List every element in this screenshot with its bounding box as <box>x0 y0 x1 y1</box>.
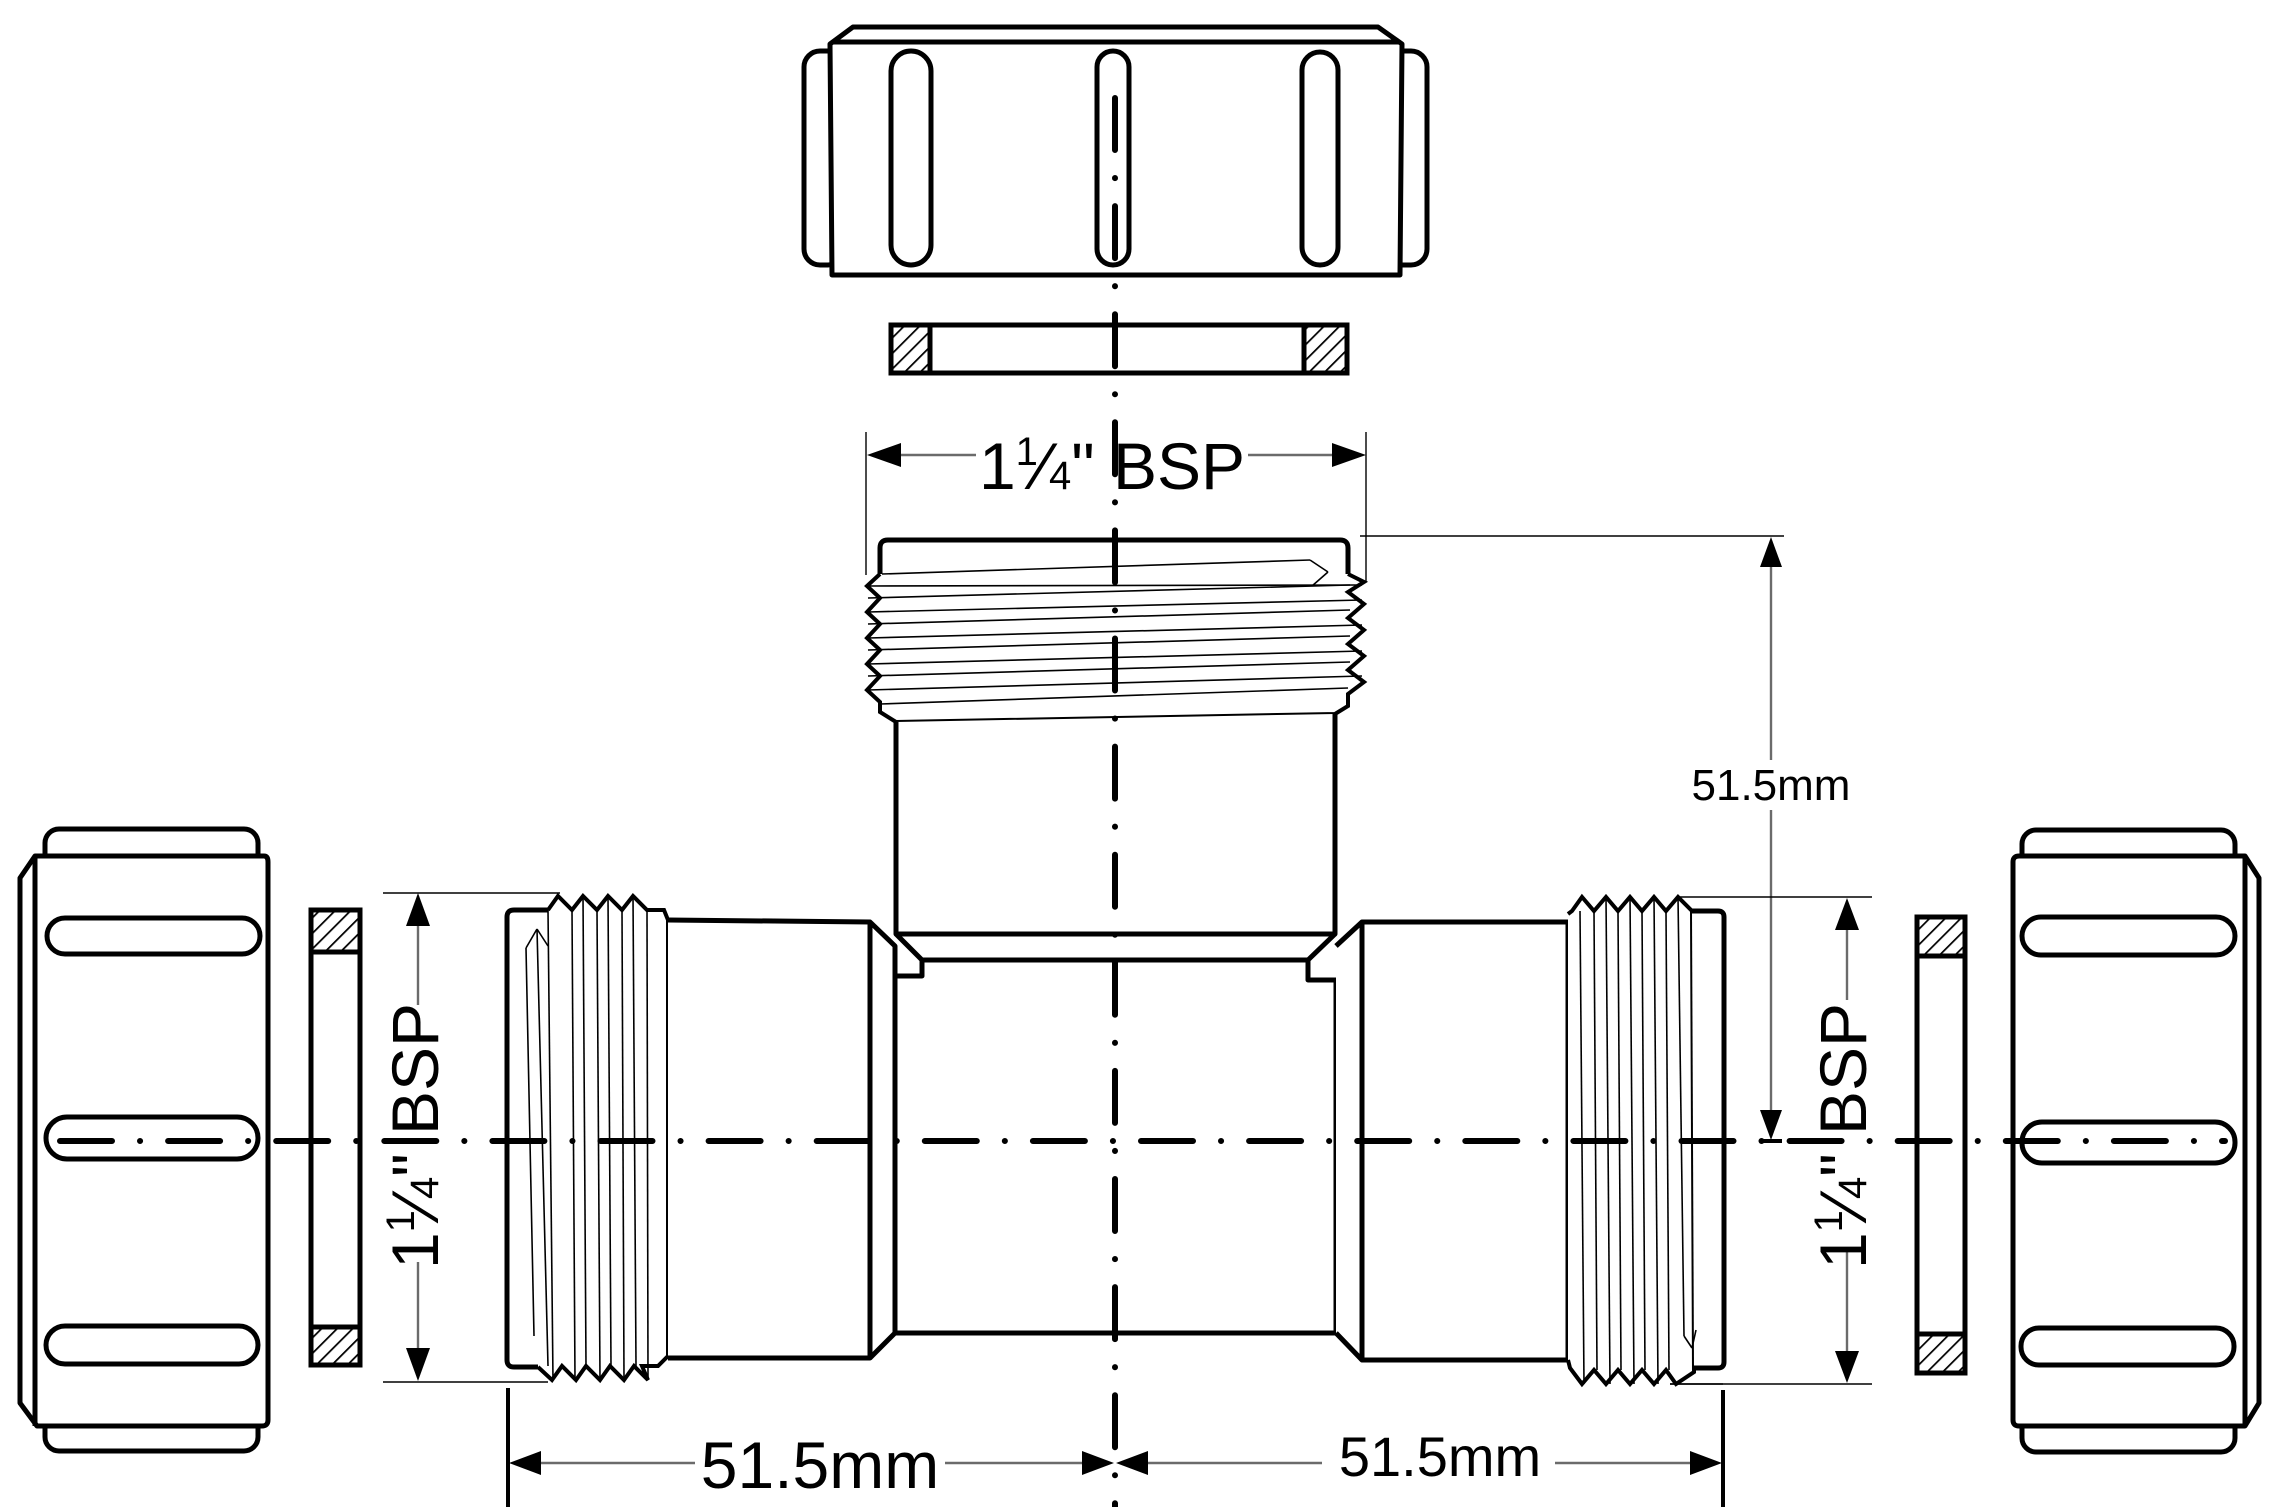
grip-slot <box>44 915 263 957</box>
grip-slot <box>2019 914 2238 958</box>
right-washer <box>1914 914 1968 1376</box>
dimension-label: 51.5mm <box>701 1428 939 1502</box>
dimension-label: 51.5mm <box>1692 761 1851 810</box>
right-branch <box>1334 893 1727 1388</box>
left-washer <box>308 907 363 1368</box>
dimension-bottom-left: 51.5mm <box>506 1388 1114 1507</box>
dimension-top-bsp: 11⁄4" BSP <box>865 429 1367 582</box>
grip-slot <box>43 1323 261 1367</box>
dimension-right-bsp: 11⁄4" BSP <box>1670 896 1880 1385</box>
top-washer <box>888 322 1350 376</box>
dimension-vertical-height: 51.5mm <box>1360 535 1851 1143</box>
grip-slot <box>1094 48 1132 268</box>
dimension-bottom-right: 51.5mm <box>1116 1383 1725 1507</box>
dimension-label: 11⁄4" BSP <box>378 1003 452 1269</box>
grip-slot <box>888 48 934 268</box>
tee-body <box>892 976 1339 1336</box>
dimension-label: 51.5mm <box>1339 1425 1541 1488</box>
left-union-nut <box>17 826 271 1454</box>
grip-slot <box>43 1114 261 1162</box>
dimension-label: 11⁄4" BSP <box>1806 1003 1880 1269</box>
grip-slot <box>1299 49 1341 268</box>
dimension-label: 11⁄4" BSP <box>979 429 1245 503</box>
grip-slot <box>2018 1325 2237 1368</box>
